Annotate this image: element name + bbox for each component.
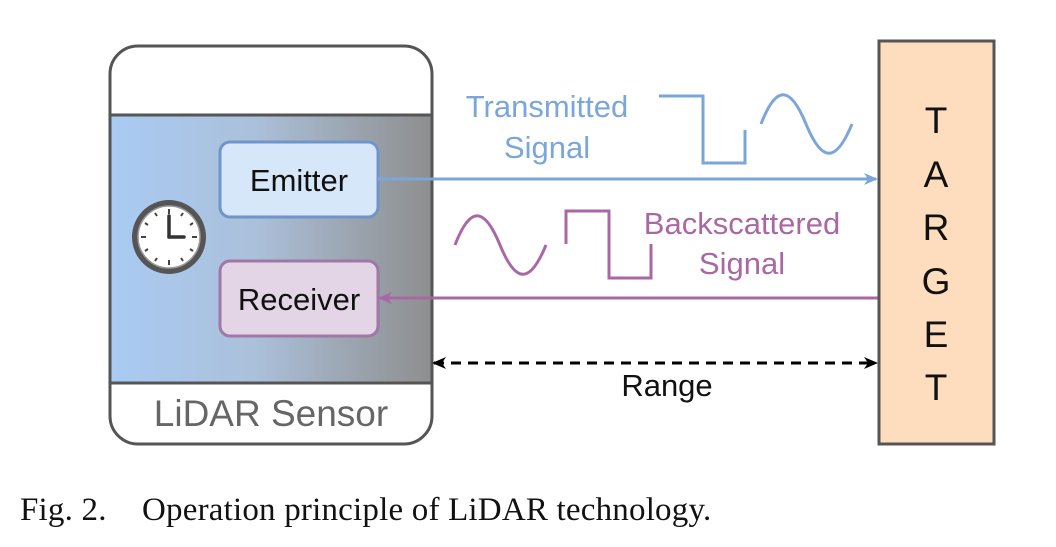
backscattered-square-wave [564,209,653,280]
emitter-box: Emitter [218,140,380,219]
emitter-label: Emitter [250,163,348,198]
transmitted-label-line1: Transmitted [466,89,629,124]
sensor-footer-label: LiDAR Sensor [154,393,388,434]
figure-caption-text: Operation principle of LiDAR technology. [142,492,712,528]
target-letter: G [922,261,951,302]
receiver-box: Receiver [218,259,380,338]
backscattered-label-line2: Signal [699,246,785,281]
target-box: T A R G E T [877,39,996,446]
figure-caption: Fig. 2. Operation principle of LiDAR tech… [20,492,711,529]
target-letter: T [925,367,948,408]
range-label: Range [621,368,712,403]
target-letter: T [925,100,948,141]
lidar-diagram: LiDAR Sensor Emitter Receiver [108,39,996,446]
target-letter: A [924,154,949,195]
backscattered-sine-wave [453,214,548,276]
transmitted-square-wave [659,94,747,165]
transmitted-sine-wave [759,93,854,155]
target-letter: R [923,207,950,248]
receiver-label: Receiver [238,282,360,317]
backscattered-label-line1: Backscattered [644,206,840,241]
clock-ticks [141,209,197,265]
figure-number: Fig. 2. [20,492,107,528]
sensor-frame [108,44,434,446]
target-letter: E [924,314,949,355]
transmitted-label-line2: Signal [504,130,590,165]
clock-icon [132,200,206,274]
